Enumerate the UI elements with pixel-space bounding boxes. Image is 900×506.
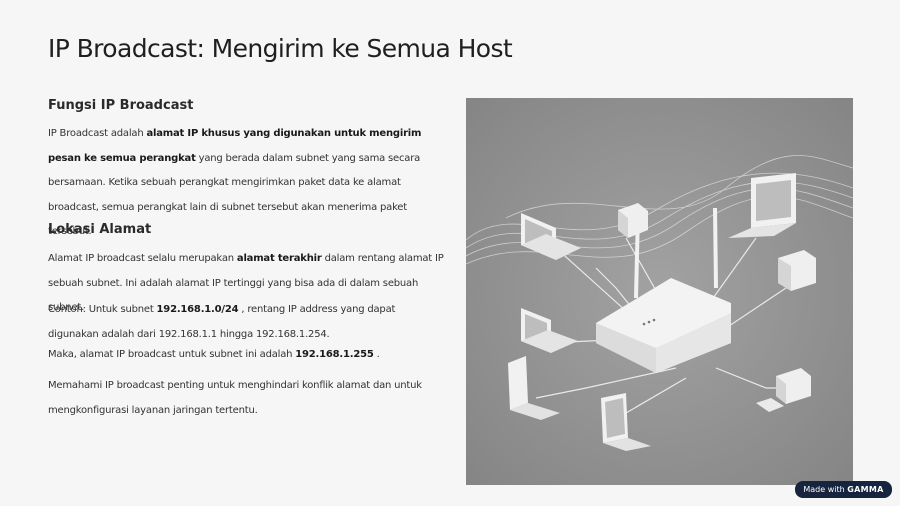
bold-text: 192.168.1.0/24 — [156, 304, 239, 315]
network-illustration-svg — [466, 98, 853, 485]
text: Maka, alamat IP broadcast untuk subnet i… — [48, 349, 296, 360]
badge-prefix: Made with — [803, 485, 848, 494]
paragraph-broadcast-address: Maka, alamat IP broadcast untuk subnet i… — [48, 343, 448, 368]
paragraph-lokasi: Alamat IP broadcast selalu merupakan ala… — [48, 247, 448, 321]
laptop-icon — [521, 308, 578, 353]
tablet-icon — [601, 393, 651, 451]
gamma-logo-text: GAMMA — [847, 485, 884, 494]
bold-text: alamat terakhir — [236, 253, 322, 264]
text: IP Broadcast adalah — [48, 128, 147, 139]
text: , rentang IP address yang dapat digunaka… — [48, 304, 396, 340]
network-device-icon — [508, 356, 560, 420]
text: dalam rentang alamat IP sebuah subnet. I… — [48, 253, 444, 313]
laptop-icon — [728, 173, 796, 238]
section-heading-lokasi: Lokasi Alamat — [48, 222, 152, 237]
bold-text: 192.168.1.255 — [295, 349, 374, 360]
router — [596, 207, 731, 373]
network-device-icon — [618, 203, 648, 238]
paragraph-contoh: Contoh: Untuk subnet 192.168.1.0/24 , re… — [48, 298, 448, 347]
paragraph-fungsi: IP Broadcast adalah alamat IP khusus yan… — [48, 122, 448, 245]
text: Contoh: Untuk subnet — [48, 304, 157, 315]
bold-text: alamat IP khusus yang digunakan untuk me… — [48, 128, 422, 164]
network-device-icon — [756, 368, 811, 412]
laptop-icon — [521, 213, 581, 260]
text: . — [373, 349, 380, 360]
section-heading-fungsi: Fungsi IP Broadcast — [48, 98, 194, 113]
slide-title: IP Broadcast: Mengirim ke Semua Host — [48, 34, 513, 63]
paragraph-memahami: Memahami IP broadcast penting untuk meng… — [48, 380, 422, 416]
text: Alamat IP broadcast selalu merupakan — [48, 253, 237, 264]
network-illustration — [466, 98, 853, 485]
made-with-gamma-badge[interactable]: Made with GAMMA — [795, 481, 892, 498]
network-device-icon — [778, 250, 816, 291]
text: yang berada dalam subnet yang sama secar… — [48, 152, 421, 238]
